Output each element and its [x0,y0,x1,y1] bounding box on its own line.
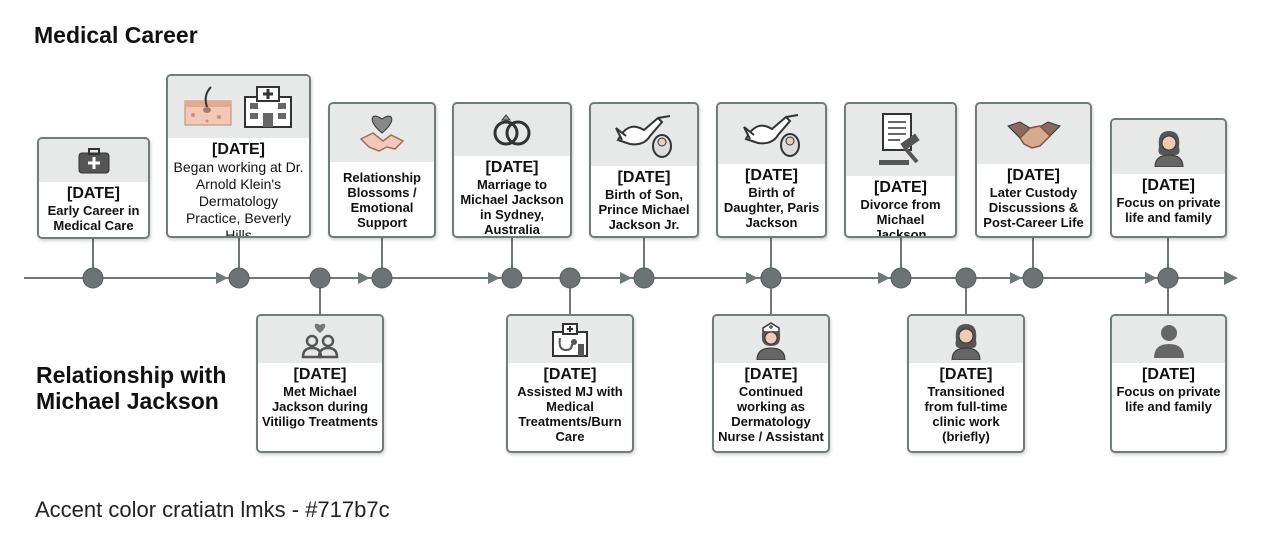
event-description: Relationship Blossoms / Emotional Suppor… [342,170,421,230]
person-avatar-icon [1112,316,1225,363]
top-node-2 [371,267,393,289]
event-description: Transitioned from full-time clinic work … [924,384,1008,444]
nurse-icon [714,316,828,363]
event-description: Began working at Dr. Arnold Klein's Derm… [173,159,304,238]
event-date: [DATE] [744,167,799,184]
timeline-end-arrow [1224,271,1238,285]
event-description: Assisted MJ with Medical Treatments/Burn… [517,384,623,444]
bottom-card-1: [DATE]Assisted MJ with Medical Treatment… [506,314,634,453]
woman-avatar-icon [909,316,1023,363]
skin-hospital-icon [168,76,309,138]
event-description: Divorce from Michael Jackson [860,197,941,238]
event-date: [DATE] [617,169,671,186]
document-gavel-icon [846,104,955,176]
event-date: [DATE] [293,366,347,383]
event-description: Birth of Daughter, Paris Jackson [723,185,820,230]
footer-note: Accent color cratiatn lmks - #717b7c [35,497,390,522]
handshake-icon [977,104,1090,164]
event-date: [DATE] [744,366,798,383]
top-card-1: [DATE]Began working at Dr. Arnold Klein'… [166,74,311,238]
timeline-arrow-6 [1010,272,1022,284]
bottom-card-3: [DATE]Transitioned from full-time clinic… [907,314,1025,453]
timeline-arrow-1 [358,272,370,284]
top-card-5: [DATE]Birth of Daughter, Paris Jackson [716,102,827,238]
medical-career-heading: Medical Career [34,22,198,48]
top-card-0: [DATE]Early Career in Medical Care [37,137,150,239]
event-date: [DATE] [1141,177,1196,194]
top-node-6 [890,267,912,289]
relationship-heading: Relationship with Michael Jackson [36,362,227,414]
top-card-6: [DATE]Divorce from Michael Jackson [844,102,957,238]
clinic-stethoscope-icon [508,316,632,363]
timeline-arrow-4 [746,272,758,284]
timeline-arrow-7 [1145,272,1157,284]
event-date: [DATE] [211,141,266,158]
top-card-8: [DATE]Focus on private life and family [1110,118,1227,238]
bottom-node-0 [309,267,331,289]
event-date: [DATE] [873,179,928,196]
timeline-arrow-2 [488,272,500,284]
bottom-node-4 [1157,267,1179,289]
bottom-card-4: [DATE]Focus on private life and family [1110,314,1227,453]
bottom-node-2 [760,267,782,289]
bottom-node-1 [559,267,581,289]
timeline-arrow-0 [216,272,228,284]
bottom-card-2: [DATE]Continued working as Dermatology N… [712,314,830,453]
event-date: [DATE] [939,366,993,383]
bottom-card-0: [DATE]Met Michael Jackson during Vitilig… [256,314,384,453]
event-date: [DATE] [543,366,597,383]
top-node-1 [228,267,250,289]
event-date: [DATE] [66,185,121,202]
stork-baby-icon [718,104,825,164]
top-node-0 [82,267,104,289]
event-description: Later Custody Discussions & Post-Career … [983,185,1084,230]
top-node-4 [633,267,655,289]
event-date: [DATE] [1141,366,1196,383]
timeline-arrow-3 [620,272,632,284]
top-card-7: [DATE]Later Custody Discussions & Post-C… [975,102,1092,238]
top-card-2: Relationship Blossoms / Emotional Suppor… [328,102,436,238]
bottom-node-3 [955,267,977,289]
wedding-rings-icon [454,104,570,156]
event-description: Met Michael Jackson during Vitiligo Trea… [261,384,379,429]
woman-avatar-icon [1112,120,1225,174]
event-description: Early Career in Medical Care [47,203,140,233]
event-description: Marriage to Michael Jackson in Sydney, A… [460,177,564,237]
event-date: [DATE] [1006,167,1061,184]
event-description: Birth of Son, Prince Michael Jackson Jr. [598,187,690,232]
top-node-3 [501,267,523,289]
stork-baby-icon [591,104,697,166]
event-description: Focus on private life and family [1116,384,1221,414]
top-card-3: [DATE]Marriage to Michael Jackson in Syd… [452,102,572,238]
event-description: Focus on private life and family [1116,195,1221,225]
couple-heart-icon [258,316,382,363]
timeline-arrow-5 [878,272,890,284]
top-card-4: [DATE]Birth of Son, Prince Michael Jacks… [589,102,699,238]
top-node-7 [1022,267,1044,289]
event-description: Continued working as Dermatology Nurse /… [718,384,824,444]
event-date: [DATE] [485,159,539,176]
medical-kit-icon [39,139,148,182]
heart-handshake-icon [330,104,434,162]
